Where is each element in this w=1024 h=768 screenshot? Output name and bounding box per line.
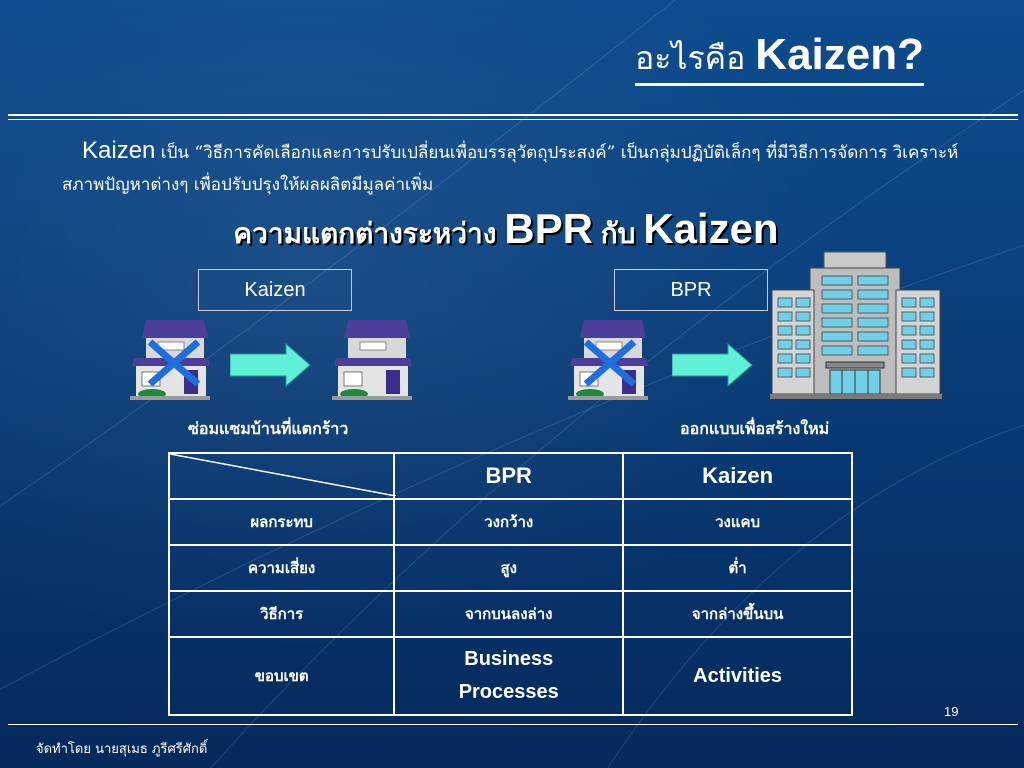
arrow-right-icon xyxy=(672,342,753,388)
table-row: วิธีการ จากบนลงล่าง จากล่างขึ้นบน xyxy=(167,590,853,638)
bpr-cell: สูง xyxy=(393,544,625,592)
kaizen-label: Kaizen xyxy=(244,279,306,301)
row-label: วิธีการ xyxy=(167,590,396,638)
bpr-cell: จากบนลงล่าง xyxy=(393,590,625,638)
page-number: 19 xyxy=(944,704,959,719)
definition-text: เป็น “วิธีการคัดเลือกและการปรับเปลี่ยนเพ… xyxy=(62,143,959,195)
comparison-table: BPR Kaizen ผลกระทบ วงกว้าง วงแคบ ความเสี… xyxy=(167,452,853,716)
diagonal-line xyxy=(170,454,396,496)
row-label: ความเสี่ยง xyxy=(167,544,396,592)
title-english: Kaizen? xyxy=(755,30,924,79)
title-divider xyxy=(8,114,1018,120)
building-icon xyxy=(770,251,942,399)
footer-divider xyxy=(8,724,1018,725)
bpr-label-box: BPR xyxy=(614,269,768,311)
table-header-row: BPR Kaizen xyxy=(167,452,853,500)
heading-part2: กับ xyxy=(592,218,644,249)
kaizen-caption: ซ่อมแซมบ้านที่แตกร้าว xyxy=(188,419,349,438)
table-row: ขอบเขต Business Processes Activities xyxy=(167,636,853,716)
cross-mark-icon xyxy=(147,339,201,387)
table-row: ผลกระทบ วงกว้าง วงแคบ xyxy=(167,498,853,546)
bpr-cell: วงกว้าง xyxy=(393,498,625,546)
definition-term: Kaizen xyxy=(82,137,156,164)
footer-credit: จัดทำโดย นายสุเมธ ภูรีศรีศักดิ์ xyxy=(36,742,208,757)
table-corner-cell xyxy=(167,452,396,500)
cross-mark-icon xyxy=(583,339,637,387)
kaizen-cell: ต่ำ xyxy=(622,544,853,592)
row-label: ผลกระทบ xyxy=(167,498,396,546)
heading-kaizen: Kaizen xyxy=(643,205,779,252)
heading-part1: ความแตกต่างระหว่าง xyxy=(233,218,505,249)
bpr-cell: Business Processes xyxy=(393,636,625,716)
table-row: ความเสี่ยง สูง ต่ำ xyxy=(167,544,853,592)
kaizen-cell: วงแคบ xyxy=(622,498,853,546)
kaizen-label-box: Kaizen xyxy=(198,269,352,311)
header-bpr: BPR xyxy=(393,452,625,500)
header-kaizen: Kaizen xyxy=(622,452,853,500)
heading-bpr: BPR xyxy=(504,205,593,252)
comparison-heading: ความแตกต่างระหว่าง BPR กับ Kaizen xyxy=(0,205,1012,256)
title-thai: อะไรคือ xyxy=(634,40,746,76)
row-label: ขอบเขต xyxy=(167,636,396,716)
kaizen-cell: Activities xyxy=(622,636,853,716)
house-icon xyxy=(332,320,412,400)
kaizen-definition: Kaizen เป็น “วิธีการคัดเลือกและการปรับเป… xyxy=(62,135,967,201)
bpr-caption: ออกแบบเพื่อสร้างใหม่ xyxy=(680,419,830,438)
arrow-right-icon xyxy=(230,342,311,388)
kaizen-cell: จากล่างขึ้นบน xyxy=(622,590,853,638)
bpr-label: BPR xyxy=(670,279,712,301)
house-icon xyxy=(130,320,210,400)
